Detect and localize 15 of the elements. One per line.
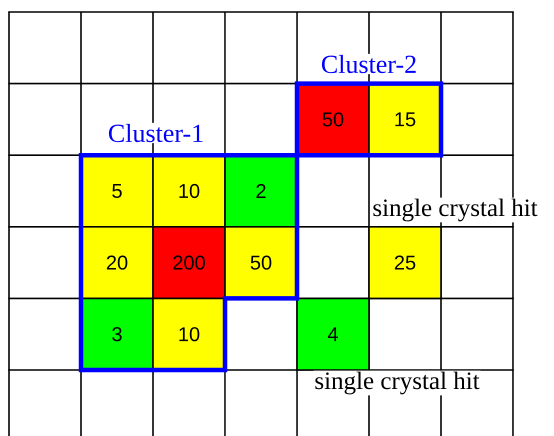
value-cell: 20 — [80, 226, 154, 300]
value-cell: 2 — [224, 154, 298, 228]
annotation: single crystal hit — [371, 198, 539, 222]
value-cell: 200 — [152, 226, 226, 300]
value-cell: 3 — [80, 298, 154, 371]
value-cell: 15 — [368, 82, 442, 156]
value-cell: 25 — [368, 226, 442, 300]
value-cell: 4 — [296, 298, 370, 371]
node-label: Cluster-1 — [108, 124, 203, 142]
value-cell: 5 — [80, 154, 154, 228]
value-cell: 50 — [224, 226, 298, 300]
node-label: Cluster-2 — [322, 54, 416, 74]
value-cell: 10 — [152, 298, 226, 371]
annotation: single crystal hit — [313, 370, 481, 396]
value-cell: 10 — [152, 154, 226, 228]
